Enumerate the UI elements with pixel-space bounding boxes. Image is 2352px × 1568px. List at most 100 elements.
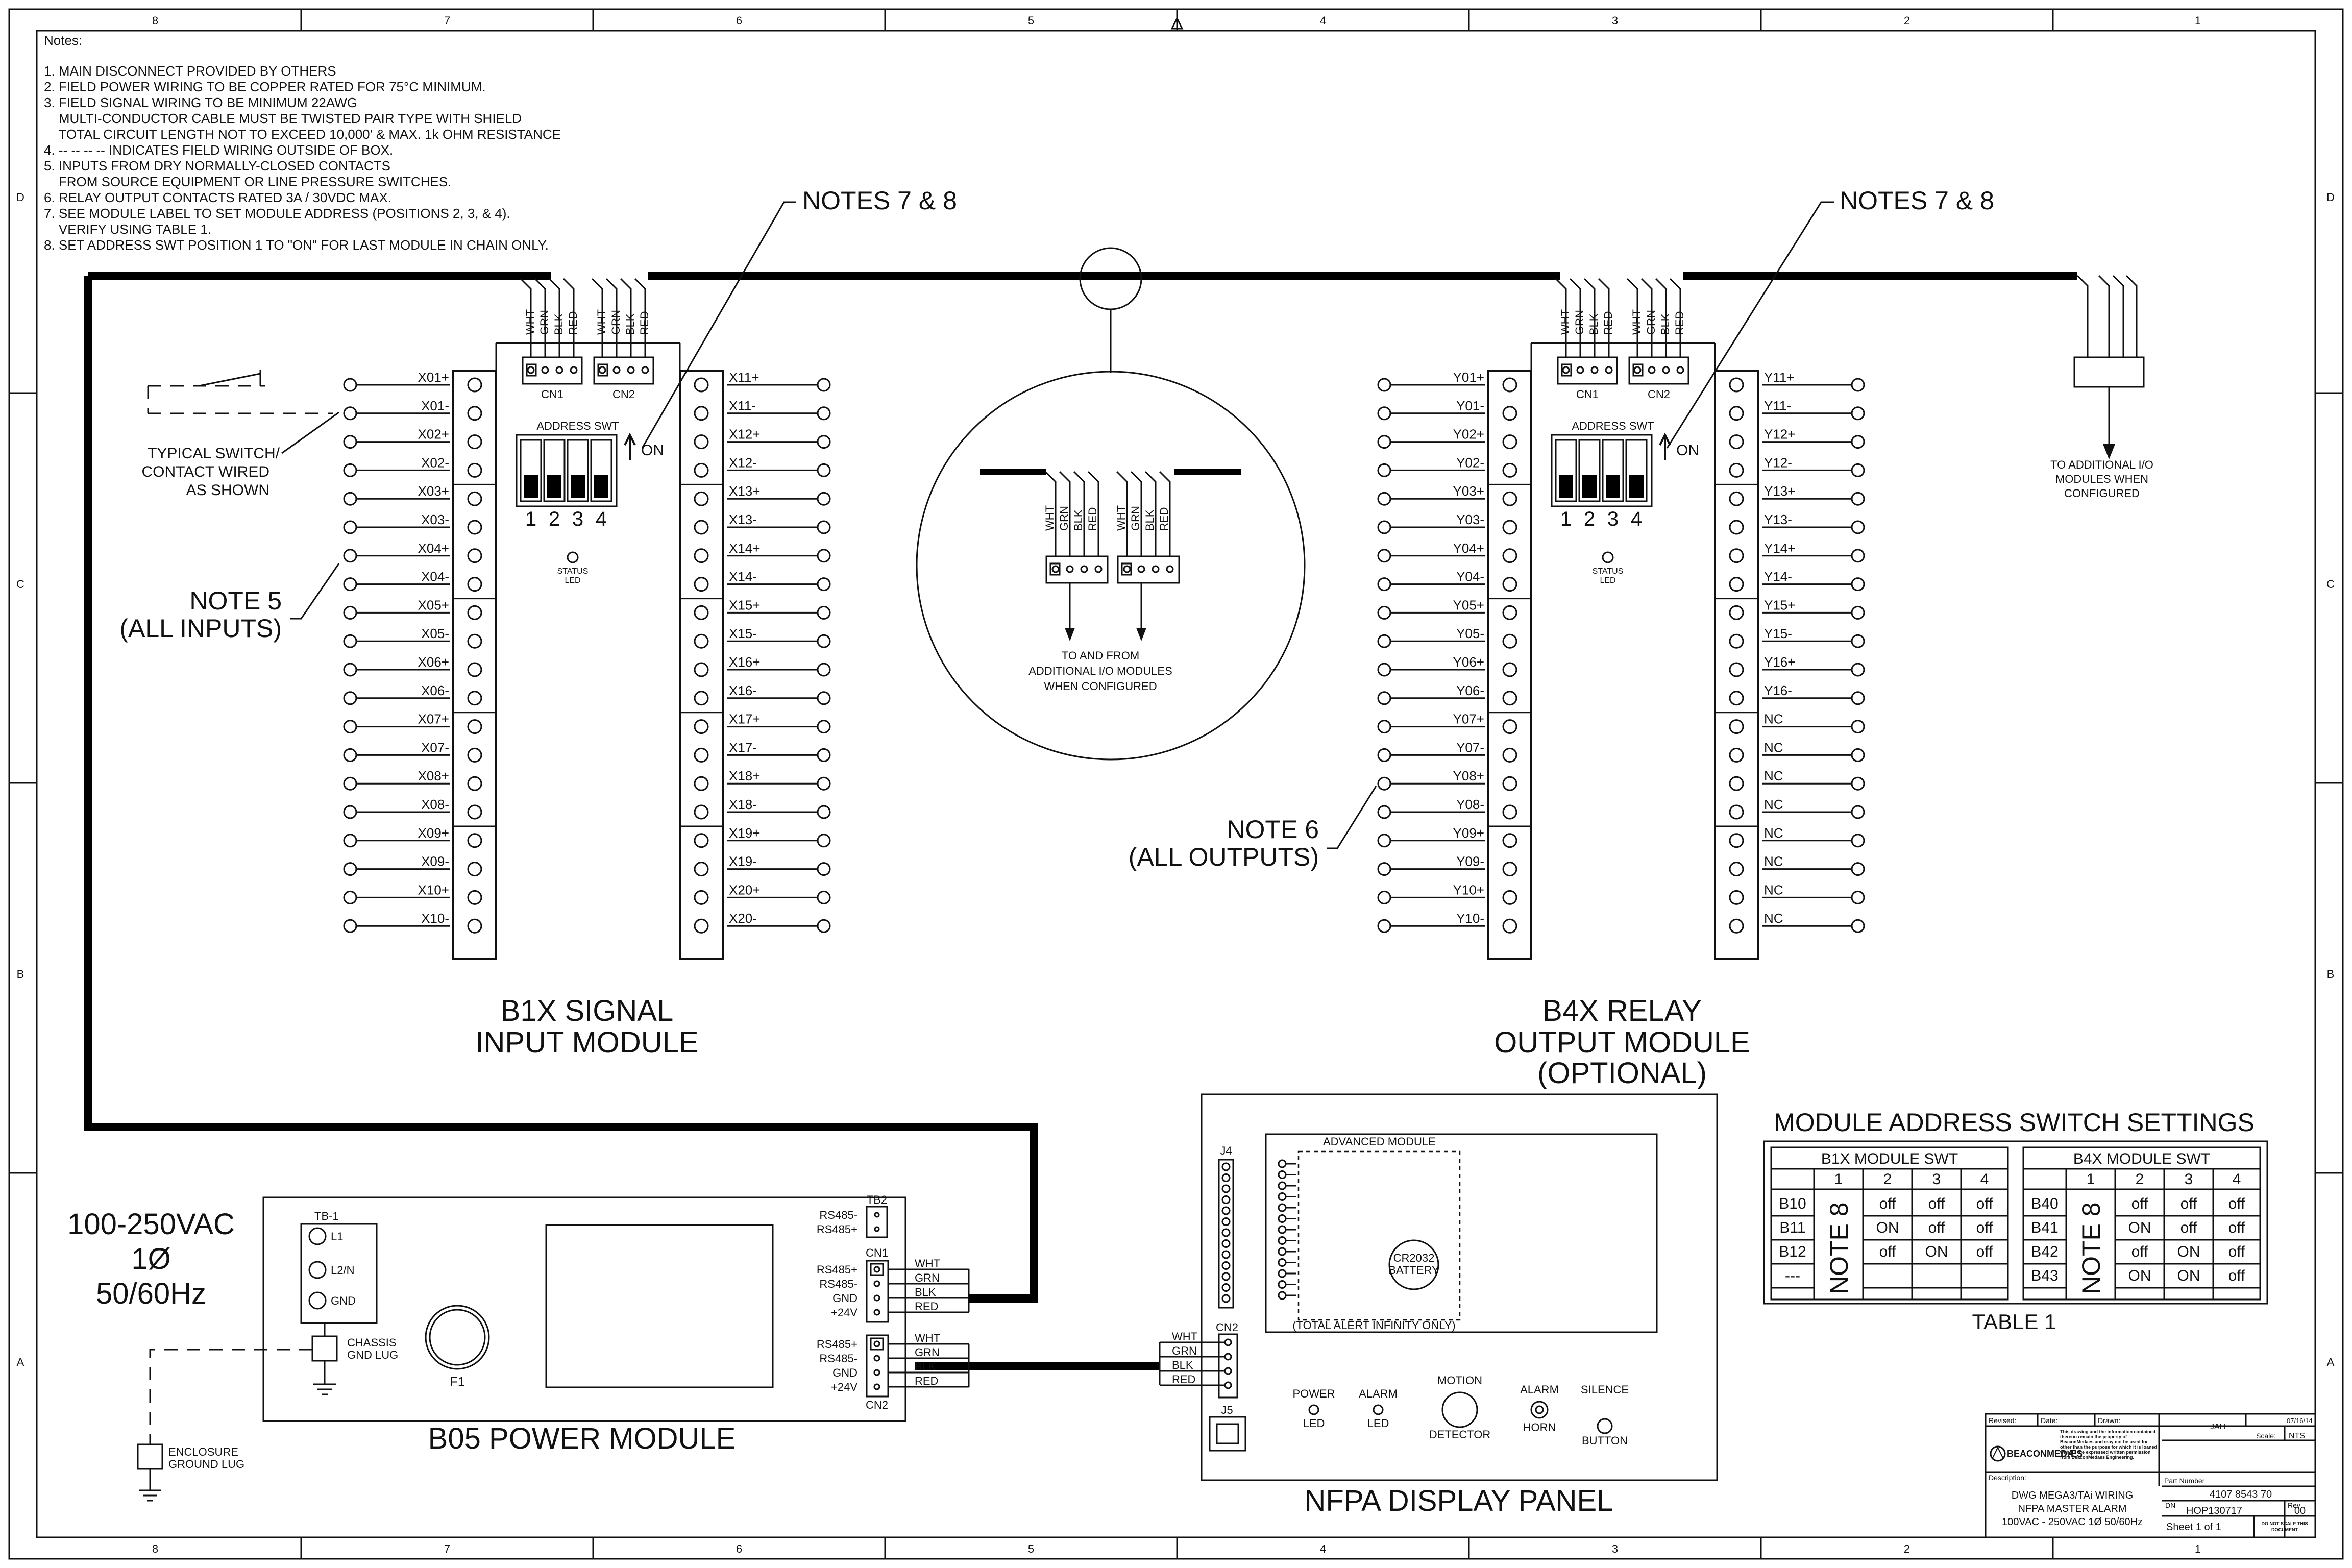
b4x-left-terminal: Y06+ — [1453, 654, 1484, 670]
b4x-switch-number: 3 — [1607, 508, 1619, 530]
power-cn1-terminal: GND — [832, 1292, 857, 1305]
detail-wire-label: RED — [1158, 507, 1170, 531]
power-cn2-wire-label: RED — [915, 1375, 938, 1387]
b4x-switch-number: 1 — [1560, 508, 1572, 530]
b1x-left-terminal: X03- — [421, 512, 449, 527]
advanced-module-outline — [1297, 1150, 1461, 1321]
col-label-bottom: 4 — [1320, 1542, 1326, 1555]
tb-scale: NTS — [2289, 1432, 2305, 1440]
power-cn1-terminal: RS485- — [819, 1278, 857, 1290]
b4x-left-terminal: Y05- — [1456, 626, 1484, 641]
callouts: NOTES 7 & 8 NOTES 7 & 8 TYPICAL SWITCH/ … — [119, 186, 1994, 871]
b4x-table-col: 4 — [2233, 1171, 2241, 1188]
b1x-right-terminal: X11- — [729, 398, 756, 413]
chassis-line1: CHASSIS — [347, 1336, 397, 1349]
b1x-right-terminal: X12+ — [729, 427, 760, 442]
indicator-label-line2: LED — [1367, 1417, 1389, 1430]
tb-noscale-line1: DO NOT SCALE THIS — [2261, 1521, 2308, 1526]
b4x-left-terminal-strip — [1487, 370, 1532, 960]
tb-dn-label: DN — [2165, 1501, 2175, 1509]
col-label-bottom: 3 — [1612, 1542, 1618, 1555]
b4x-left-terminal: Y08+ — [1453, 768, 1484, 783]
b1x-table-addr: B10 — [1779, 1195, 1806, 1212]
b1x-left-terminal: X08- — [421, 797, 449, 812]
b4x-status-led-line1: STATUS — [1592, 567, 1624, 576]
total-alert-label: (TOTAL ALERT INFINITY ONLY) — [1292, 1319, 1455, 1332]
b4x-title-line1: B4X RELAY — [1542, 994, 1702, 1027]
b1x-switch-number: 4 — [596, 508, 607, 530]
b1x-right-terminal: X18- — [729, 797, 757, 812]
note-line: 8. SET ADDRESS SWT POSITION 1 TO "ON" FO… — [44, 237, 549, 253]
notes78-right-callout: NOTES 7 & 8 — [1840, 186, 1994, 215]
j4-label: J4 — [1220, 1144, 1232, 1157]
j5-label: J5 — [1221, 1404, 1233, 1416]
row-label-right: C — [2326, 578, 2335, 591]
notes-block: Notes: 1. MAIN DISCONNECT PROVIDED BY OT… — [44, 33, 561, 253]
b4x-right-terminal-strip — [1714, 370, 1759, 960]
additional-modules-connector: TO ADDITIONAL I/O MODULES WHEN CONFIGURE… — [2050, 275, 2153, 500]
b1x-left-terminal: X09+ — [418, 825, 449, 841]
detail-wire-label: WHT — [1043, 505, 1056, 531]
detail-wire-label: GRN — [1058, 506, 1070, 531]
b4x-left-terminal: Y03+ — [1453, 483, 1484, 499]
detail-wire-label: WHT — [1115, 505, 1128, 531]
b1x-left-terminal: X10+ — [418, 882, 449, 897]
b4x-left-terminal: Y09+ — [1453, 825, 1484, 841]
indicator-4 — [1597, 1418, 1613, 1434]
b1x-left-terminal: X05- — [421, 626, 449, 641]
b4x-table-col: 2 — [2136, 1171, 2144, 1188]
b1x-input-module: X01+X11+X01-X11-X02+X12+X02-X12-X03+X13+… — [343, 278, 831, 1059]
power-cn2-terminal: RS485- — [819, 1352, 857, 1365]
j4-connector — [1218, 1159, 1234, 1309]
b4x-left-terminal: Y03- — [1456, 512, 1484, 527]
b4x-table-cell: off — [2132, 1195, 2148, 1212]
tb1-label: TB-1 — [314, 1210, 339, 1222]
note-line: 4. -- -- -- -- INDICATES FIELD WIRING OU… — [44, 142, 393, 158]
detail-wire-label: GRN — [1129, 506, 1142, 531]
wire-color-label: WHT — [524, 309, 536, 335]
b4x-table-cell: off — [2180, 1219, 2197, 1236]
row-label-left: B — [17, 968, 24, 981]
notes78-left-callout: NOTES 7 & 8 — [802, 186, 957, 215]
b1x-table-cell: off — [1976, 1243, 1993, 1260]
b1x-cn-label: CN2 — [612, 388, 635, 401]
b4x-right-terminal: NC — [1764, 712, 1783, 727]
b4x-status-led-line2: LED — [1600, 576, 1615, 585]
b1x-left-terminal: X04+ — [418, 541, 449, 556]
wire-color-label: RED — [638, 311, 651, 335]
power-cn2-wire-label: BLK — [915, 1360, 936, 1373]
b1x-status-led-line1: STATUS — [557, 567, 589, 576]
indicator-1 — [1373, 1404, 1384, 1415]
tb-desc-label: Description: — [1989, 1474, 2026, 1482]
wire-color-label: BLK — [552, 313, 565, 335]
b4x-left-terminal: Y09- — [1456, 854, 1484, 869]
b1x-left-terminal-strip — [452, 370, 497, 960]
wire-color-label: WHT — [1559, 309, 1572, 335]
b1x-right-terminal: X18+ — [729, 768, 760, 783]
b1x-right-terminal: X15+ — [729, 597, 760, 612]
chassis-line2: GND LUG — [347, 1349, 398, 1361]
col-label-top: 6 — [736, 14, 742, 27]
note-line: TOTAL CIRCUIT LENGTH NOT TO EXCEED 10,00… — [44, 127, 561, 142]
detail-wire-label: BLK — [1143, 509, 1156, 531]
power-cn2-label: CN2 — [866, 1399, 888, 1411]
tb-part-label: Part Number — [2164, 1477, 2205, 1485]
indicator-2 — [1441, 1391, 1478, 1428]
indicator-3 — [1530, 1401, 1549, 1419]
b1x-note8: NOTE 8 — [1825, 1202, 1853, 1294]
display-panel-outline — [1200, 1093, 1718, 1481]
b1x-table-cell: off — [1928, 1195, 1945, 1212]
b1x-title-line2: INPUT MODULE — [475, 1026, 698, 1059]
indicator-label-line1: ALARM — [1520, 1383, 1559, 1396]
b1x-right-terminal: X16- — [729, 683, 757, 698]
b4x-table-addr: B43 — [2031, 1267, 2058, 1284]
b4x-left-terminal: Y01- — [1456, 398, 1484, 413]
b1x-right-terminal: X19- — [729, 854, 757, 869]
b1x-right-terminal: X17- — [729, 740, 757, 755]
b1x-title-line1: B1X SIGNAL — [501, 994, 673, 1027]
wire-color-label: BLK — [1659, 313, 1672, 335]
b1x-right-terminal: X14+ — [729, 541, 760, 556]
typical-switch-line2: CONTACT WIRED — [141, 463, 270, 480]
advanced-module-label: ADVANCED MODULE — [1323, 1135, 1436, 1148]
